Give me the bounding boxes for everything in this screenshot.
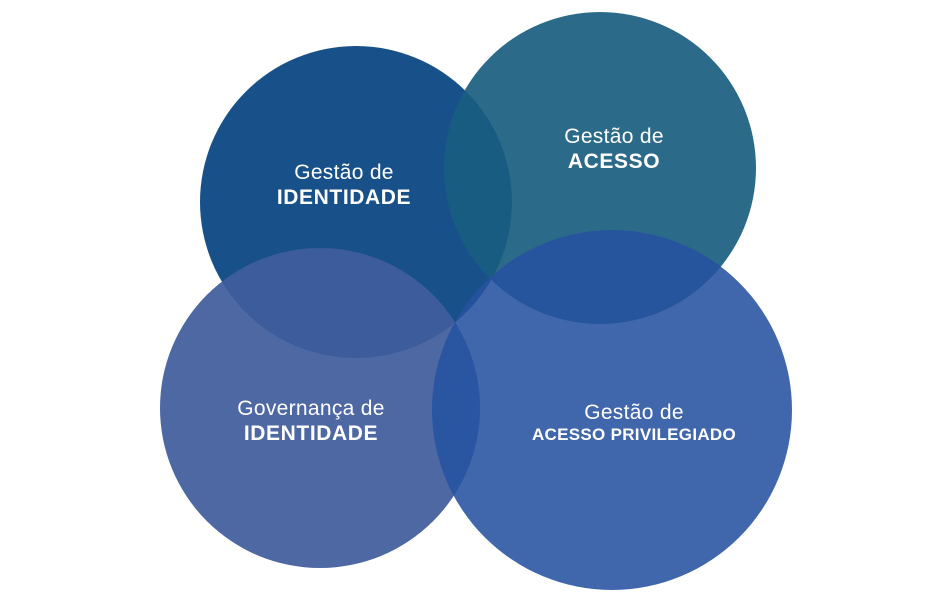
label-identity-governance: Governança de IDENTIDADE (237, 396, 385, 446)
circle-privileged-access-management (432, 230, 792, 590)
label-access-management-line2: ACESSO (567, 150, 661, 174)
label-identity-management-line1: Gestão de (294, 161, 394, 184)
label-access-management-line1: Gestão de (564, 125, 664, 148)
label-identity-governance-line2: IDENTIDADE (243, 422, 379, 446)
label-identity-management-line2: IDENTIDADE (276, 186, 412, 210)
label-identity-governance-line1: Governança de (237, 397, 385, 420)
label-privileged-access-management-line1: Gestão de (584, 401, 684, 424)
label-access-management: Gestão de ACESSO (564, 124, 664, 174)
label-identity-management: Gestão de IDENTIDADE (277, 160, 411, 210)
label-privileged-access-management: Gestão de ACESSO PRIVILEGIADO (532, 400, 736, 446)
circle-identity-governance (160, 248, 480, 568)
label-privileged-access-management-line2: ACESSO PRIVILEGIADO (531, 425, 737, 445)
